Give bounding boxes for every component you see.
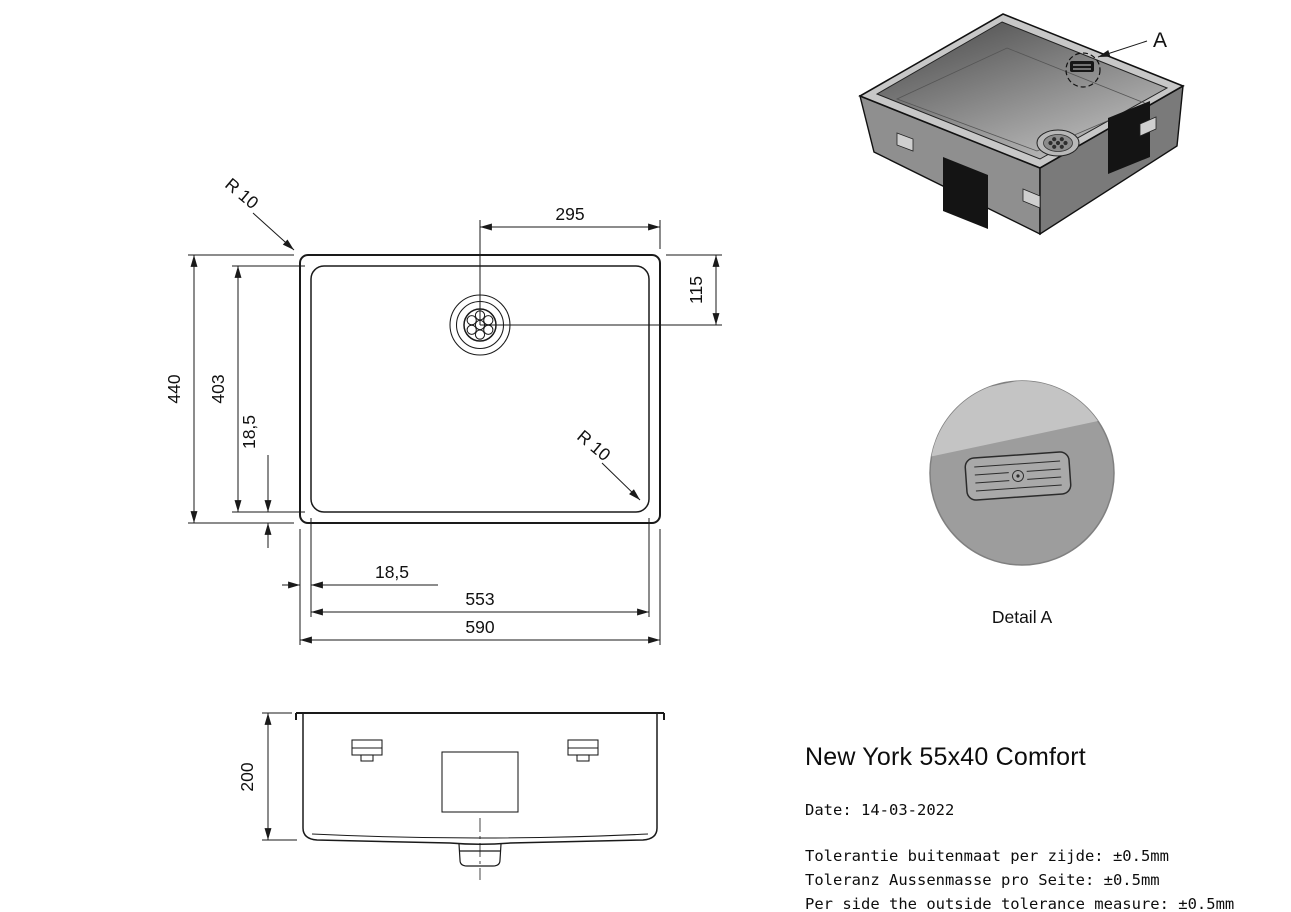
radius-label-outer: R 10 [221, 174, 262, 213]
detail-a-view: Detail A [929, 380, 1115, 627]
overflow-slots [1073, 64, 1091, 70]
dim-label-590: 590 [465, 617, 494, 637]
dim-label-403: 403 [208, 374, 228, 403]
clip-tab [576, 754, 590, 762]
dim-label-115: 115 [686, 276, 706, 304]
side-panel-left [943, 157, 988, 229]
callout-a: A [1097, 29, 1167, 58]
leader-line [1097, 40, 1148, 58]
side-panel-right [1108, 101, 1150, 174]
dim-label-200: 200 [237, 762, 257, 791]
extension-line [262, 712, 297, 841]
extension-line [188, 254, 294, 524]
sink-rim-line [295, 712, 665, 720]
detail-a-label: Detail A [992, 607, 1053, 627]
dim-rim-horizontal: 18,5 [282, 518, 438, 645]
leader-line [252, 212, 295, 251]
iso-view: A [858, 13, 1185, 236]
dim-inner-width: 553 [311, 518, 650, 617]
mounting-clip-right [567, 739, 599, 762]
dim-label-18-5-v: 18,5 [239, 415, 259, 449]
extension-line [479, 220, 661, 325]
dim-outer-height: 440 [164, 254, 294, 524]
drawing-date: Date: 14-03-2022 [805, 801, 955, 819]
callout-a-label: A [1153, 29, 1167, 52]
detail-marker-circle [1065, 52, 1101, 88]
overflow-mark [1070, 61, 1094, 72]
radius-callout-outer: R 10 [221, 174, 295, 251]
front-view: 200 [237, 712, 665, 880]
bowl-bottom-outline [895, 47, 1149, 152]
drain-dots [1048, 137, 1068, 149]
leader-line [601, 462, 641, 501]
dim-front-height: 200 [237, 712, 297, 841]
extension-line [299, 518, 312, 645]
dim-drain-offset-x: 295 [479, 204, 661, 325]
tolerance-line-de: Toleranz Aussenmasse pro Seite: ±0.5mm [805, 871, 1160, 889]
product-title: New York 55x40 Comfort [805, 743, 1086, 771]
dim-label-18-5-h: 18,5 [375, 562, 409, 582]
dim-label-553: 553 [465, 589, 494, 609]
clip-front [1022, 188, 1041, 209]
dim-drain-offset-y: 115 [480, 254, 722, 326]
slot-screw [1012, 470, 1024, 482]
dim-inner-height: 403 [208, 265, 305, 513]
overflow-body [1070, 61, 1094, 72]
slot-screw-dot [1016, 474, 1020, 478]
dim-outer-width: 590 [300, 529, 661, 645]
mounting-clip-left [351, 739, 383, 762]
tolerance-line-nl: Tolerantie buitenmaat per zijde: ±0.5mm [805, 847, 1169, 865]
drain-iso [1036, 129, 1080, 157]
tolerance-line-en: Per side the outside tolerance measure: … [805, 895, 1235, 912]
dim-rim-vertical: 18,5 [239, 415, 272, 548]
overflow-slot-detail [964, 451, 1072, 501]
dim-label-440: 440 [164, 374, 184, 403]
clip-right [1139, 116, 1157, 137]
dim-label-295: 295 [555, 204, 584, 224]
waste-box-outline [441, 751, 519, 813]
slot-grate-lines [974, 460, 1062, 492]
bowl-opening [875, 21, 1169, 160]
clip-tab [360, 754, 374, 762]
tolerance-notes: Tolerantie buitenmaat per zijde: ±0.5mm … [805, 844, 1291, 912]
top-view: 295 115 440 403 18,5 [164, 174, 722, 645]
clip-left [896, 132, 914, 152]
